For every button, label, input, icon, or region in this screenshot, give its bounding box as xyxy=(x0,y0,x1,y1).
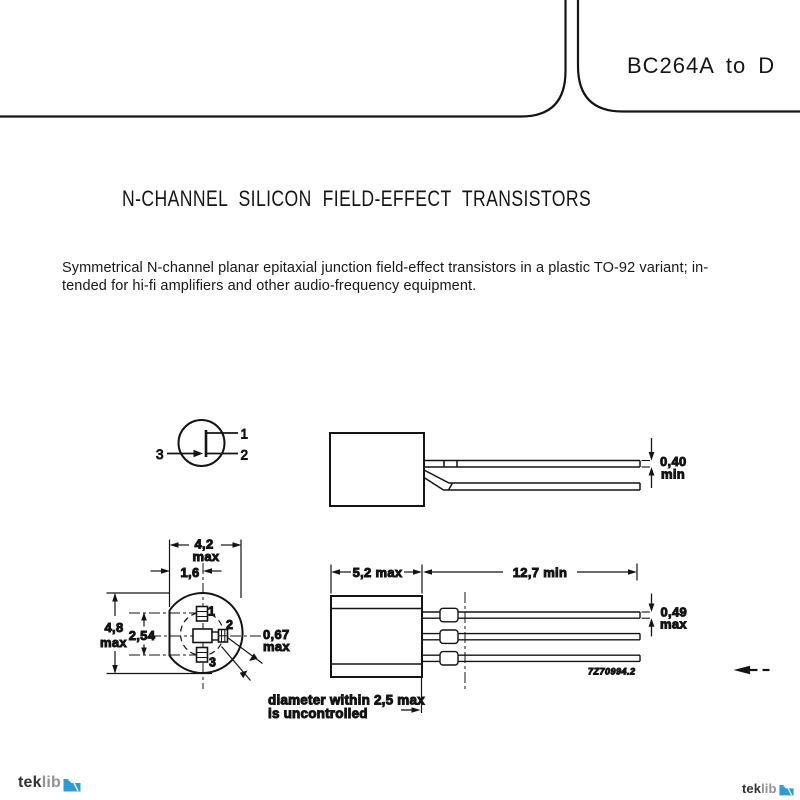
dim-lead-pitch: 2,54 xyxy=(128,612,156,656)
dim-body-width: 4,2 max xyxy=(168,536,242,607)
side-body-width-label: 5,2 max xyxy=(353,565,403,580)
body-width-value: 4,2 xyxy=(195,537,214,552)
body-width-qual: max xyxy=(193,549,220,564)
symbol-pin3-label: 3 xyxy=(156,447,164,462)
note-line-2: is uncontrolled xyxy=(268,706,368,721)
pin2-tab-neck xyxy=(211,631,220,641)
page-edge-arrow xyxy=(733,665,770,675)
flat-offset-value: 1,6 xyxy=(181,565,200,580)
lead-pitch-value: 2,54 xyxy=(129,628,156,643)
tab-width-value: 0,67 xyxy=(263,627,290,642)
bottom-pin2-label: 2 xyxy=(226,618,233,632)
description-line-2: tended for hi-fi amplifiers and other au… xyxy=(62,278,477,295)
lead-thickness-value: 0,40 xyxy=(660,454,687,469)
package-bottom-view: 1 2 3 2,54 4,8 max xyxy=(100,536,291,689)
symbol-pin2-label: 2 xyxy=(241,448,249,463)
bottom-pin3-label: 3 xyxy=(209,656,216,670)
gate-arrowhead xyxy=(193,449,203,458)
dim-tab-width: 0,67 max xyxy=(221,627,291,681)
lead-width-qual: max xyxy=(660,617,687,632)
tab-width-qual: max xyxy=(263,639,290,654)
page-title: N-CHANNEL SILICON FIELD-EFFECT TRANSISTO… xyxy=(122,186,592,211)
pin1-pad xyxy=(195,605,209,622)
brand-folder-icon xyxy=(778,785,794,796)
dim-body-diameter: 4,8 max xyxy=(100,592,212,675)
pin3-pad xyxy=(195,646,209,663)
dim-lead-width: 0,49 max xyxy=(641,593,688,637)
body-diameter-qual: max xyxy=(100,635,127,650)
page-header-divider xyxy=(0,0,800,118)
body-diameter-value: 4,8 xyxy=(105,620,124,635)
brand-text-tek: tek xyxy=(18,774,42,791)
brand-folder-icon xyxy=(63,779,81,792)
dim-side-body-width: 5,2 max xyxy=(330,564,423,594)
note-line-1: diameter within 2,5 max xyxy=(268,693,425,708)
description-line-1: Symmetrical N-channel planar epitaxial j… xyxy=(62,260,709,276)
dim-lead-length: 12,7 min xyxy=(423,563,638,581)
package-side-view: 5,2 max 12,7 min 0,49 max 7Z70994.2 xyxy=(268,563,688,722)
brand-text-lib: lib xyxy=(761,781,777,796)
jfet-symbol: 1 2 3 xyxy=(156,419,249,467)
description-paragraph: Symmetrical N-channel planar epitaxial j… xyxy=(62,259,762,296)
uncontrolled-note: diameter within 2,5 max is uncontrolled xyxy=(268,677,425,722)
drawing-code: 7Z70994.2 xyxy=(588,667,636,677)
lead-width-value: 0,49 xyxy=(661,605,688,620)
lead-length-label: 12,7 min xyxy=(513,565,567,580)
bottom-pin1-label: 1 xyxy=(208,605,215,619)
symbol-pin1-label: 1 xyxy=(241,427,249,442)
package-top-view: 0,40 min xyxy=(329,432,687,507)
dim-lead-thickness-top: 0,40 min xyxy=(641,438,687,488)
lead-thickness-qual: min xyxy=(661,467,685,482)
dim-flat-offset: 1,6 xyxy=(150,565,222,581)
pin2-pad xyxy=(192,628,213,644)
part-number-heading: BC264A to D xyxy=(627,53,776,78)
body-outline xyxy=(168,592,244,674)
brand-text-tek: tek xyxy=(742,781,762,796)
brand-text-lib: lib xyxy=(41,774,61,791)
symbol-envelope xyxy=(177,419,226,467)
